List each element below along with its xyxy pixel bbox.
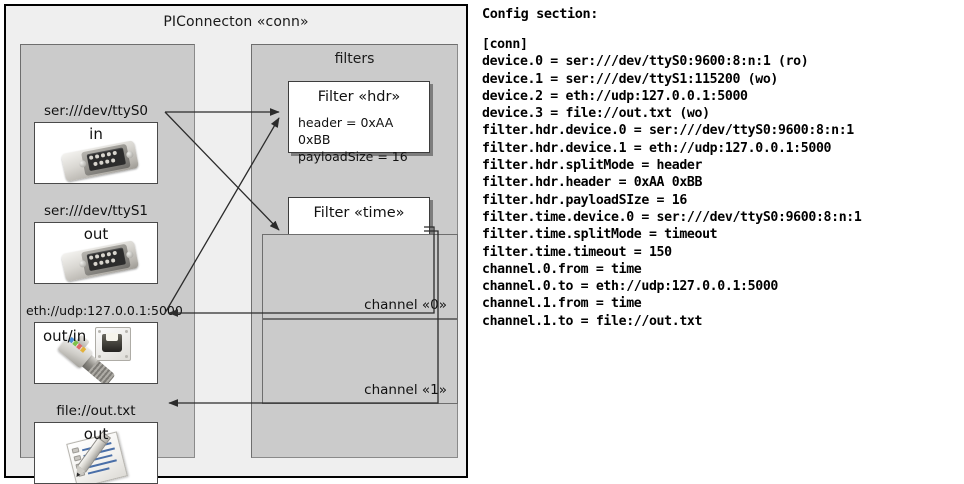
config-section-heading: Config section: <box>482 6 598 22</box>
channel-label: channel «1» <box>364 382 447 398</box>
device-direction: out/in <box>43 327 87 345</box>
device-box[interactable]: out <box>34 422 158 484</box>
filter-title: Filter «hdr» <box>317 89 401 105</box>
ethernet-socket-icon <box>95 327 131 361</box>
devices-panel: ser:///dev/ttyS0 in <box>20 44 195 484</box>
channel-0-box[interactable]: channel «0» <box>262 234 458 319</box>
device-label: file://out.txt <box>56 403 136 419</box>
config-section: Config section: [conn] device.0 = ser://… <box>482 6 960 330</box>
filters-panel-title: filters <box>334 51 375 67</box>
channel-label: channel «0» <box>364 297 447 313</box>
device-label: ser:///dev/ttyS0 <box>44 103 148 119</box>
device-box[interactable]: out <box>34 222 158 284</box>
device-direction: out <box>83 425 109 443</box>
device-box[interactable]: out/in <box>34 322 158 384</box>
filter-attributes: header = 0xAA 0xBB payloadSize = 16 <box>298 114 429 165</box>
config-section-text: [conn] device.0 = ser:///dev/ttyS0:9600:… <box>482 37 862 329</box>
filter-title: Filter «time» <box>313 205 405 221</box>
device-label: eth://udp:127.0.0.1:5000 <box>26 303 183 318</box>
device-direction: out <box>83 225 109 243</box>
device-direction: in <box>89 125 103 143</box>
device-label: ser:///dev/ttyS1 <box>44 203 148 219</box>
filter-attribute: header = 0xAA 0xBB <box>298 115 394 147</box>
filter-attribute: payloadSize = 16 <box>298 149 408 164</box>
channel-1-box[interactable]: channel «1» <box>262 319 458 404</box>
filter-hdr-box[interactable]: Filter «hdr» header = 0xAA 0xBB payloadS… <box>288 81 430 164</box>
device-box[interactable]: in <box>34 122 158 184</box>
piconnecton-component-frame: PIConnecton «conn» ser:///dev/ttyS0 in <box>4 4 468 484</box>
component-title: PIConnecton «conn» <box>163 14 309 30</box>
